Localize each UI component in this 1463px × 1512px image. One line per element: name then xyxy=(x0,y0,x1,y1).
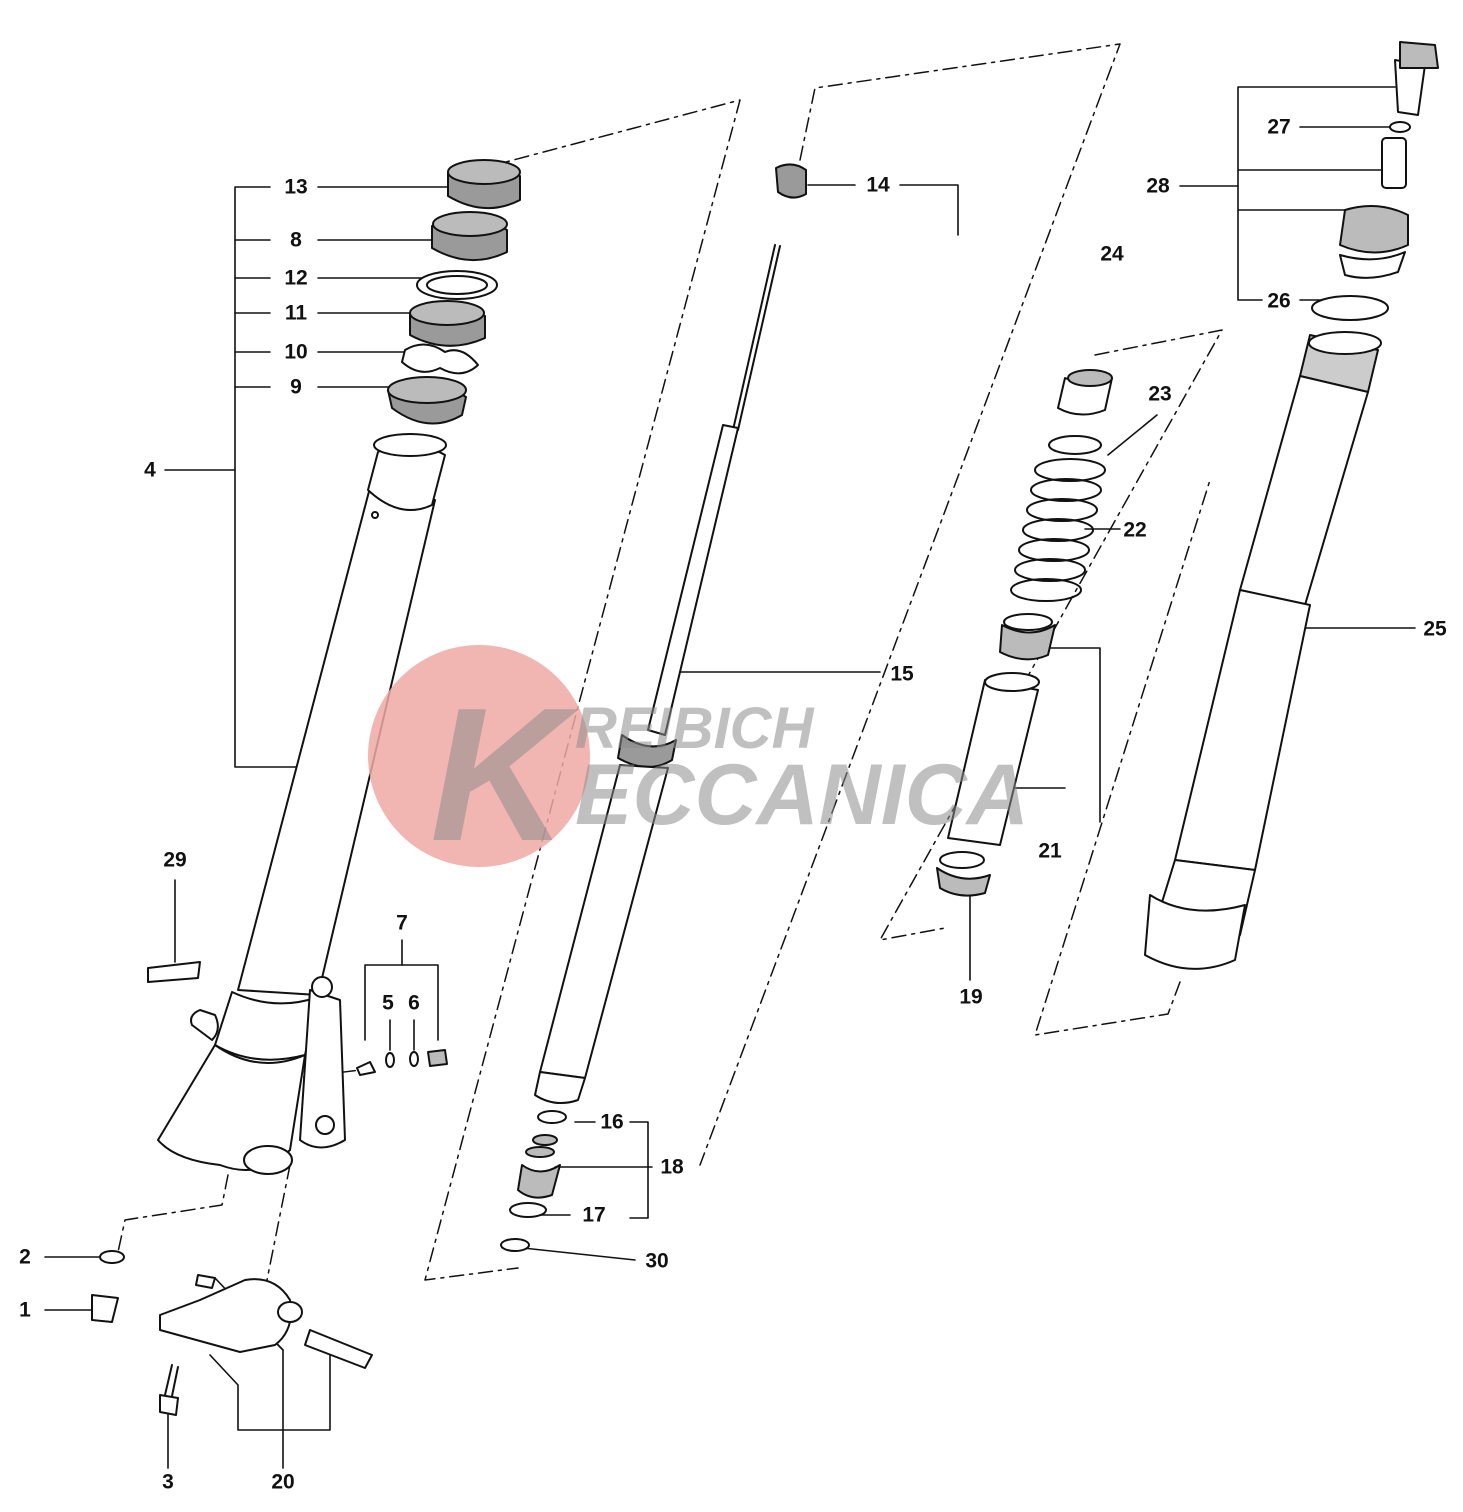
callout-4: 4 xyxy=(144,458,156,482)
spring-group xyxy=(936,369,1113,897)
callout-14: 14 xyxy=(866,173,890,197)
callout-9: 9 xyxy=(290,375,302,399)
callout-8: 8 xyxy=(290,228,302,252)
callout-21: 21 xyxy=(1038,839,1062,863)
callout-24: 24 xyxy=(1100,242,1124,266)
callout-23: 23 xyxy=(1148,382,1172,406)
callout-12: 12 xyxy=(284,266,308,290)
callout-19: 19 xyxy=(959,985,983,1009)
callout-7: 7 xyxy=(396,911,408,935)
callout-30: 30 xyxy=(645,1249,669,1273)
callout-5: 5 xyxy=(382,991,394,1015)
axle-clamp-parts xyxy=(91,961,448,1416)
callout-3: 3 xyxy=(162,1470,174,1494)
callout-15: 15 xyxy=(890,662,914,686)
callout-17: 17 xyxy=(582,1203,606,1227)
callout-2: 2 xyxy=(19,1245,31,1269)
callout-16: 16 xyxy=(600,1110,624,1134)
callout-25: 25 xyxy=(1423,617,1447,641)
inner-tube-group xyxy=(1144,41,1439,970)
damper-cartridge xyxy=(500,163,807,1252)
callout-26: 26 xyxy=(1267,289,1291,313)
callout-29: 29 xyxy=(163,848,187,872)
callout-20: 20 xyxy=(271,1470,295,1494)
callout-27: 27 xyxy=(1267,115,1291,139)
callout-18: 18 xyxy=(660,1155,684,1179)
callout-1: 1 xyxy=(19,1298,31,1322)
callout-22: 22 xyxy=(1123,518,1147,542)
top-rings xyxy=(387,159,521,425)
spring-coils xyxy=(1010,458,1106,602)
callout-28: 28 xyxy=(1146,174,1170,198)
leader-lines xyxy=(44,86,1416,1469)
callout-6: 6 xyxy=(408,991,420,1015)
callout-10: 10 xyxy=(284,340,308,364)
callout-11: 11 xyxy=(284,301,308,325)
outer-tube xyxy=(157,433,447,1175)
callout-13: 13 xyxy=(284,175,308,199)
